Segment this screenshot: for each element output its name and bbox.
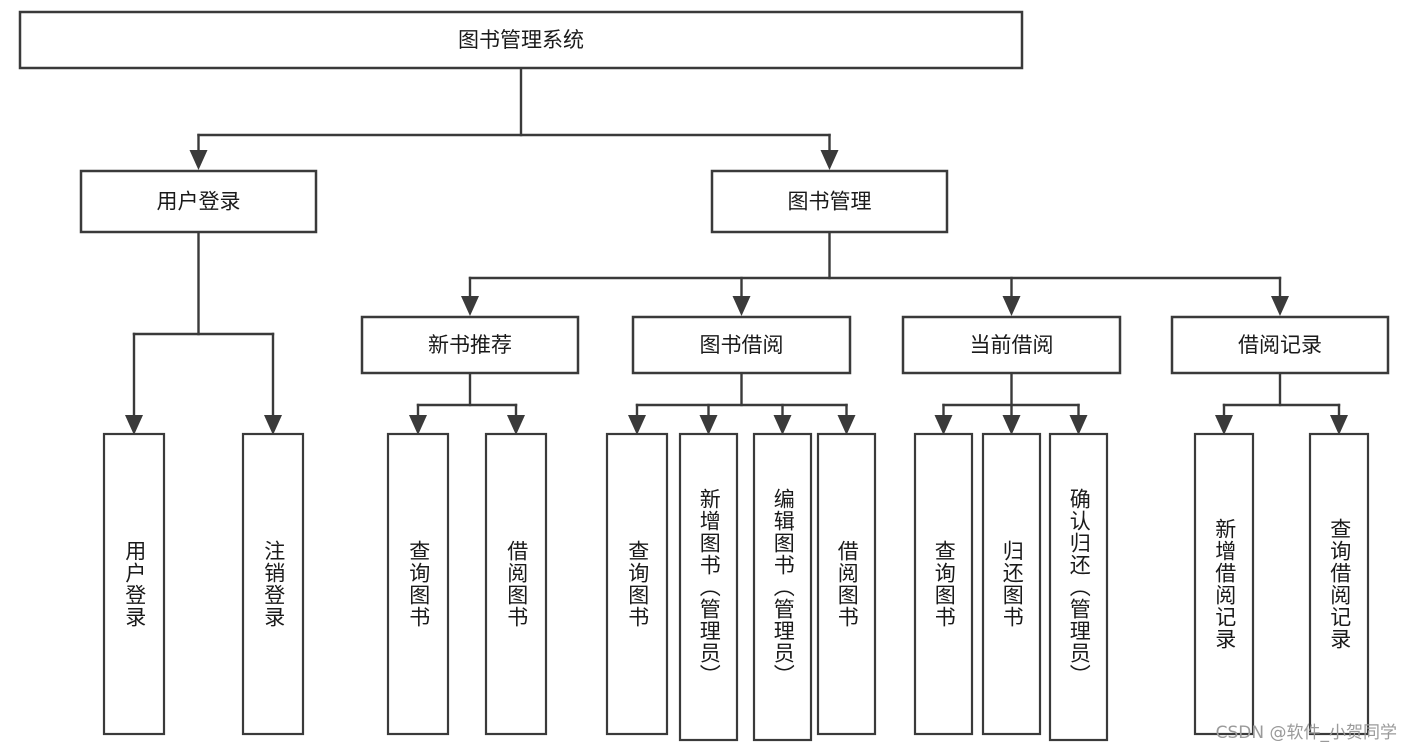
arrowhead-leaf-query-book-1 — [409, 415, 427, 435]
node-box-root[interactable] — [18, 10, 1024, 70]
node-box-leaf-query-record[interactable] — [1308, 432, 1370, 736]
node-box-leaf-add-book[interactable] — [678, 432, 739, 742]
node-box-leaf-return-book[interactable] — [981, 432, 1042, 736]
arrowhead-book-borrow — [732, 296, 751, 316]
node-label-current-borrow: 当前借阅 — [970, 333, 1054, 357]
node-box-leaf-query-book-1[interactable] — [386, 432, 450, 736]
arrowhead-borrow-record — [1271, 296, 1289, 316]
node-label-new-book-rec: 新书推荐 — [428, 333, 512, 357]
arrowhead-leaf-return-book — [1002, 415, 1021, 435]
node-box-book-manage[interactable] — [710, 169, 949, 234]
node-box-leaf-edit-book[interactable] — [752, 432, 813, 742]
node-box-borrow-record[interactable] — [1170, 315, 1390, 375]
arrowhead-leaf-add-record — [1215, 415, 1233, 435]
arrowhead-leaf-query-record — [1330, 415, 1348, 435]
node-box-new-book-rec[interactable] — [360, 315, 580, 375]
node-box-leaf-user-login[interactable] — [102, 432, 166, 736]
node-box-leaf-query-book-2[interactable] — [605, 432, 669, 736]
node-label-user-login: 用户登录 — [157, 190, 241, 214]
node-box-leaf-query-book-3[interactable] — [913, 432, 974, 736]
watermark-text: CSDN @软件_小贺同学 — [1215, 723, 1397, 743]
arrowhead-book-manage — [820, 150, 839, 170]
node-box-leaf-confirm-return[interactable] — [1048, 432, 1109, 742]
node-box-current-borrow[interactable] — [901, 315, 1122, 375]
arrowhead-leaf-add-book — [699, 415, 718, 435]
node-label-root: 图书管理系统 — [458, 28, 584, 52]
node-box-book-borrow[interactable] — [631, 315, 852, 375]
node-boxes-layer — [18, 10, 1390, 742]
node-box-leaf-borrow-book-1[interactable] — [484, 432, 548, 736]
arrowhead-leaf-query-book-3 — [934, 415, 953, 435]
arrowhead-new-book-rec — [461, 296, 479, 316]
arrowhead-user-login — [189, 150, 208, 170]
arrowhead-leaf-edit-book — [773, 415, 792, 435]
node-box-leaf-add-record[interactable] — [1193, 432, 1255, 736]
node-box-leaf-user-logout[interactable] — [241, 432, 305, 736]
node-label-book-manage: 图书管理 — [788, 190, 872, 214]
arrowhead-leaf-borrow-book-2 — [837, 415, 856, 435]
node-label-borrow-record: 借阅记录 — [1238, 333, 1322, 357]
arrowhead-leaf-user-logout — [264, 415, 282, 435]
node-box-leaf-borrow-book-2[interactable] — [816, 432, 877, 736]
arrowhead-leaf-borrow-book-1 — [507, 415, 525, 435]
arrowhead-leaf-query-book-2 — [628, 415, 646, 435]
arrowhead-leaf-user-login — [125, 415, 143, 435]
arrowhead-current-borrow — [1002, 296, 1021, 316]
node-label-book-borrow: 图书借阅 — [700, 333, 784, 357]
connector-links-layer — [125, 66, 1348, 435]
arrowhead-leaf-confirm-return — [1069, 415, 1088, 435]
node-box-user-login[interactable] — [79, 169, 318, 234]
